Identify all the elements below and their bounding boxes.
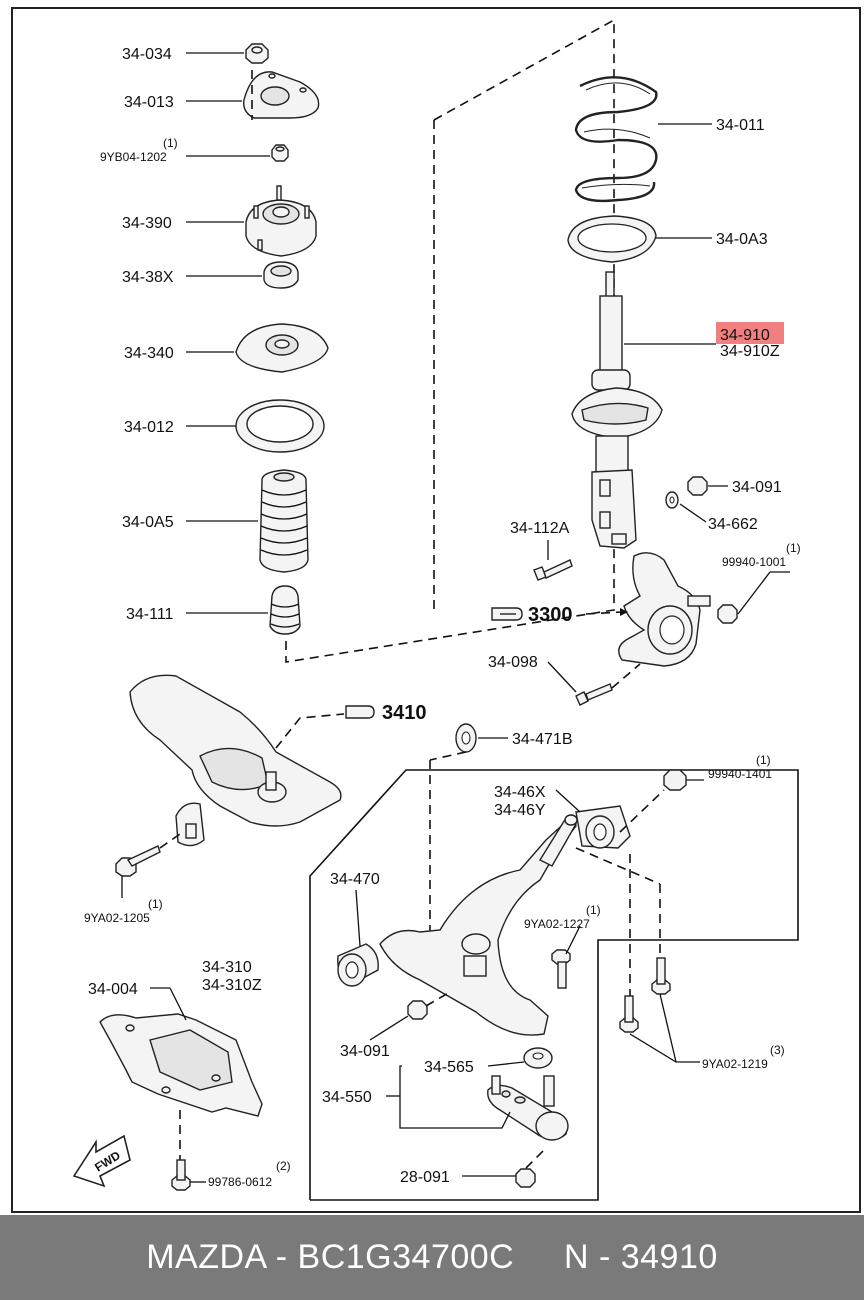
front-suspension-diagram: 34-034 34-013 (1) 9YB04-1202 34-390 34-3…: [11, 7, 861, 1213]
label-34-0a3: 34-0A3: [716, 231, 768, 248]
label-34-550: 34-550: [322, 1089, 372, 1106]
lower-control-arm-34-310: [379, 814, 578, 1036]
label-34-310z: 34-310Z: [202, 977, 262, 994]
nut-99940-1001: [717, 604, 738, 624]
spring-seat-34-340: [235, 323, 329, 373]
reference-hand-icon-3410: [345, 705, 375, 719]
ball-joint-34-550: [487, 1075, 569, 1141]
label-34-340: 34-340: [124, 345, 174, 362]
plate-34-013: [243, 71, 320, 119]
label-34-0a5: 34-0A5: [122, 514, 174, 531]
label-3300: 3300: [528, 604, 573, 626]
label-34-013: 34-013: [124, 94, 174, 111]
label-34-034: 34-034: [122, 46, 172, 63]
bolt-9ya02-1205: [115, 845, 161, 877]
qty-9ya02-1219: (3): [770, 1043, 785, 1057]
assembly-dashed-frame: [285, 18, 615, 663]
label-34-46y: 34-46Y: [494, 802, 546, 819]
qty-99940-1401: (1): [756, 753, 771, 767]
bushing-34-46x: [575, 805, 631, 849]
left-parts-stack: [186, 43, 329, 635]
label-9ya02-1227: 9YA02-1227: [524, 917, 590, 931]
label-34-38x: 34-38X: [122, 269, 174, 286]
qty-99940-1001: (1): [786, 541, 801, 555]
bolts-9ya02-1219: [619, 957, 671, 1033]
footer-bar: MAZDA - BC1G34700C N - 34910: [0, 1215, 864, 1300]
label-34-662: 34-662: [708, 516, 758, 533]
bolt-34-098: [575, 683, 613, 706]
bolt-99786-0612: [171, 1159, 191, 1191]
reference-hand-icon: [491, 607, 523, 621]
label-34-004: 34-004: [88, 981, 138, 998]
label-34-910: 34-910: [720, 327, 770, 344]
label-3410: 3410: [382, 702, 427, 724]
insulator-34-012: [235, 399, 325, 453]
label-34-112a: 34-112A: [510, 520, 570, 537]
label-34-390: 34-390: [122, 215, 172, 232]
spring-insulator-34-0a3: [567, 215, 657, 263]
qty-9yb04-1202: (1): [163, 136, 178, 150]
bump-stop-34-111: [269, 585, 301, 635]
bolt-34-112a: [533, 559, 573, 581]
label-99786-0612: 99786-0612: [208, 1175, 272, 1189]
label-34-111: 34-111: [126, 606, 174, 623]
label-34-310: 34-310: [202, 959, 252, 976]
bearing-34-38x: [263, 261, 299, 289]
qty-99786-0612: (2): [276, 1159, 291, 1173]
nut-34-091-upper: [687, 476, 708, 496]
nut-28-091: [515, 1168, 536, 1188]
label-34-098: 34-098: [488, 654, 538, 671]
label-99940-1001: 99940-1001: [722, 555, 786, 569]
label-34-012: 34-012: [124, 419, 174, 436]
lower-arm-group-box: [309, 769, 799, 1201]
label-34-091-upper: 34-091: [732, 479, 782, 496]
label-34-011: 34-011: [716, 117, 765, 134]
qty-9ya02-1205: (1): [148, 897, 163, 911]
splash-shield-34-004: [99, 1013, 263, 1117]
label-34-910z: 34-910Z: [720, 343, 780, 360]
upper-mount-34-390: [245, 185, 317, 257]
label-28-091: 28-091: [400, 1169, 450, 1186]
ball-joint-boot-34-565: [523, 1047, 553, 1069]
bolt-9ya02-1227: [551, 949, 571, 989]
fwd-arrow: [72, 1134, 131, 1188]
nut-34-034: [245, 43, 269, 64]
steering-knuckle-3300: [618, 552, 711, 667]
label-9yb04-1202: 9YB04-1202: [100, 150, 167, 164]
label-34-471b: 34-471B: [512, 731, 573, 748]
label-9ya02-1219: 9YA02-1219: [702, 1057, 768, 1071]
page-border: [11, 7, 861, 1213]
bushing-34-470: [337, 943, 379, 987]
nut-34-091-lower: [407, 1000, 428, 1020]
label-34-091-lower: 34-091: [340, 1043, 390, 1060]
qty-9ya02-1227: (1): [586, 903, 601, 917]
nut-99940-1401: [663, 769, 687, 791]
strut-assembly-34-910: [571, 271, 663, 549]
coil-spring-34-011: [574, 76, 658, 203]
washer-34-471b: [455, 723, 477, 753]
label-99940-1401: 99940-1401: [708, 767, 772, 781]
crossmember-3410: [129, 674, 342, 847]
label-34-470: 34-470: [330, 871, 380, 888]
label-34-565: 34-565: [424, 1059, 474, 1076]
part-number-caption: MAZDA - BC1G34700C N - 34910: [146, 1238, 718, 1276]
highlight-34-910: [716, 322, 784, 344]
nut-9yb04-1202: [271, 144, 289, 162]
washer-34-662: [665, 491, 679, 509]
dust-boot-34-0a5: [259, 469, 309, 573]
label-34-46x: 34-46X: [494, 784, 546, 801]
label-9ya02-1205: 9YA02-1205: [84, 911, 150, 925]
